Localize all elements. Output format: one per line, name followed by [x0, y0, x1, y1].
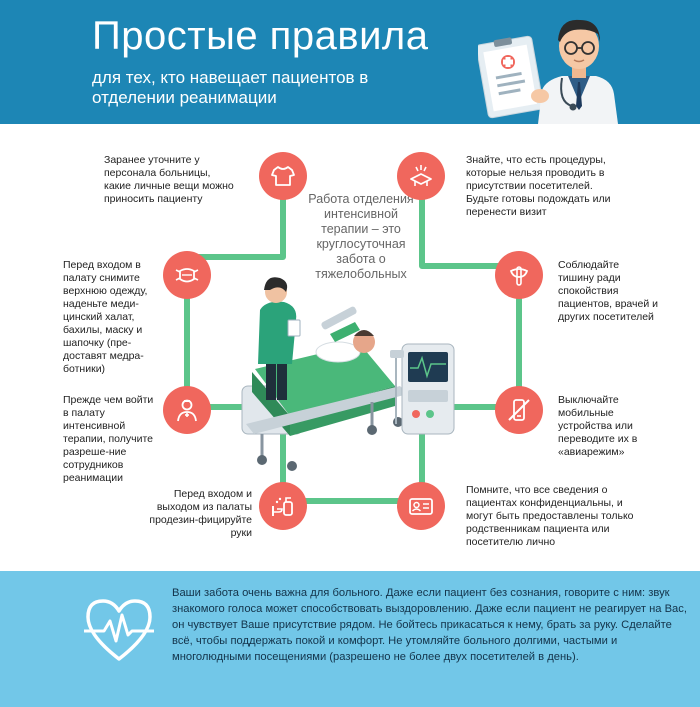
page-title: Простые правила — [92, 14, 429, 58]
rule-procedures: Знайте, что есть процедуры, которые нель… — [466, 154, 611, 218]
permission-circle — [163, 386, 211, 434]
rule-phones: Выключайте мобильные устройства или пере… — [558, 394, 638, 458]
procedure-icon — [410, 165, 432, 186]
privacy-circle — [397, 482, 445, 530]
clipboard-icon — [478, 35, 544, 119]
nurse-illustration — [258, 277, 301, 400]
footer-banner: Ваши забота очень важна для больного. Да… — [0, 571, 700, 707]
phones-circle — [495, 386, 543, 434]
page-subtitle: для тех, кто навещает пациентов в отделе… — [92, 68, 369, 107]
silence-icon — [509, 266, 529, 286]
mask-icon — [175, 268, 199, 283]
procedures-circle — [397, 152, 445, 200]
gown-circle — [163, 251, 211, 299]
doctor-illustration — [478, 19, 618, 124]
footer-advice: Ваши забота очень важна для больного. Да… — [172, 587, 687, 663]
clothes-circle — [259, 152, 307, 200]
heart-pulse-icon — [84, 599, 154, 661]
rule-silence: Соблюдайте тишину ради спокойствия пацие… — [558, 259, 658, 323]
tshirt-icon — [271, 166, 295, 186]
id-card-icon — [409, 498, 433, 515]
sanitize-circle — [259, 482, 307, 530]
no-phone-icon — [508, 399, 530, 421]
rule-permission: Прежде чем войти в палату интенсивной те… — [63, 394, 154, 484]
header-banner: Простые правила для тех, кто навещает па… — [0, 0, 700, 124]
silence-circle — [495, 251, 543, 299]
rule-sanitize: Перед входом и выходом из палаты продези… — [149, 488, 252, 539]
hand-sanitizer-icon — [272, 497, 293, 516]
rule-gown: Перед входом в палату снимите верхнюю од… — [63, 259, 148, 375]
center-statement: Работа отделения интенсивной терапии – э… — [308, 192, 414, 281]
rule-privacy: Помните, что все сведения о пациентах ко… — [466, 484, 634, 548]
rules-section: Работа отделения интенсивной терапии – э… — [0, 124, 700, 571]
connection-lines — [184, 176, 522, 504]
doctor-icon — [177, 399, 197, 422]
rule-clothes: Заранее уточните у персонала больницы, к… — [104, 154, 234, 205]
